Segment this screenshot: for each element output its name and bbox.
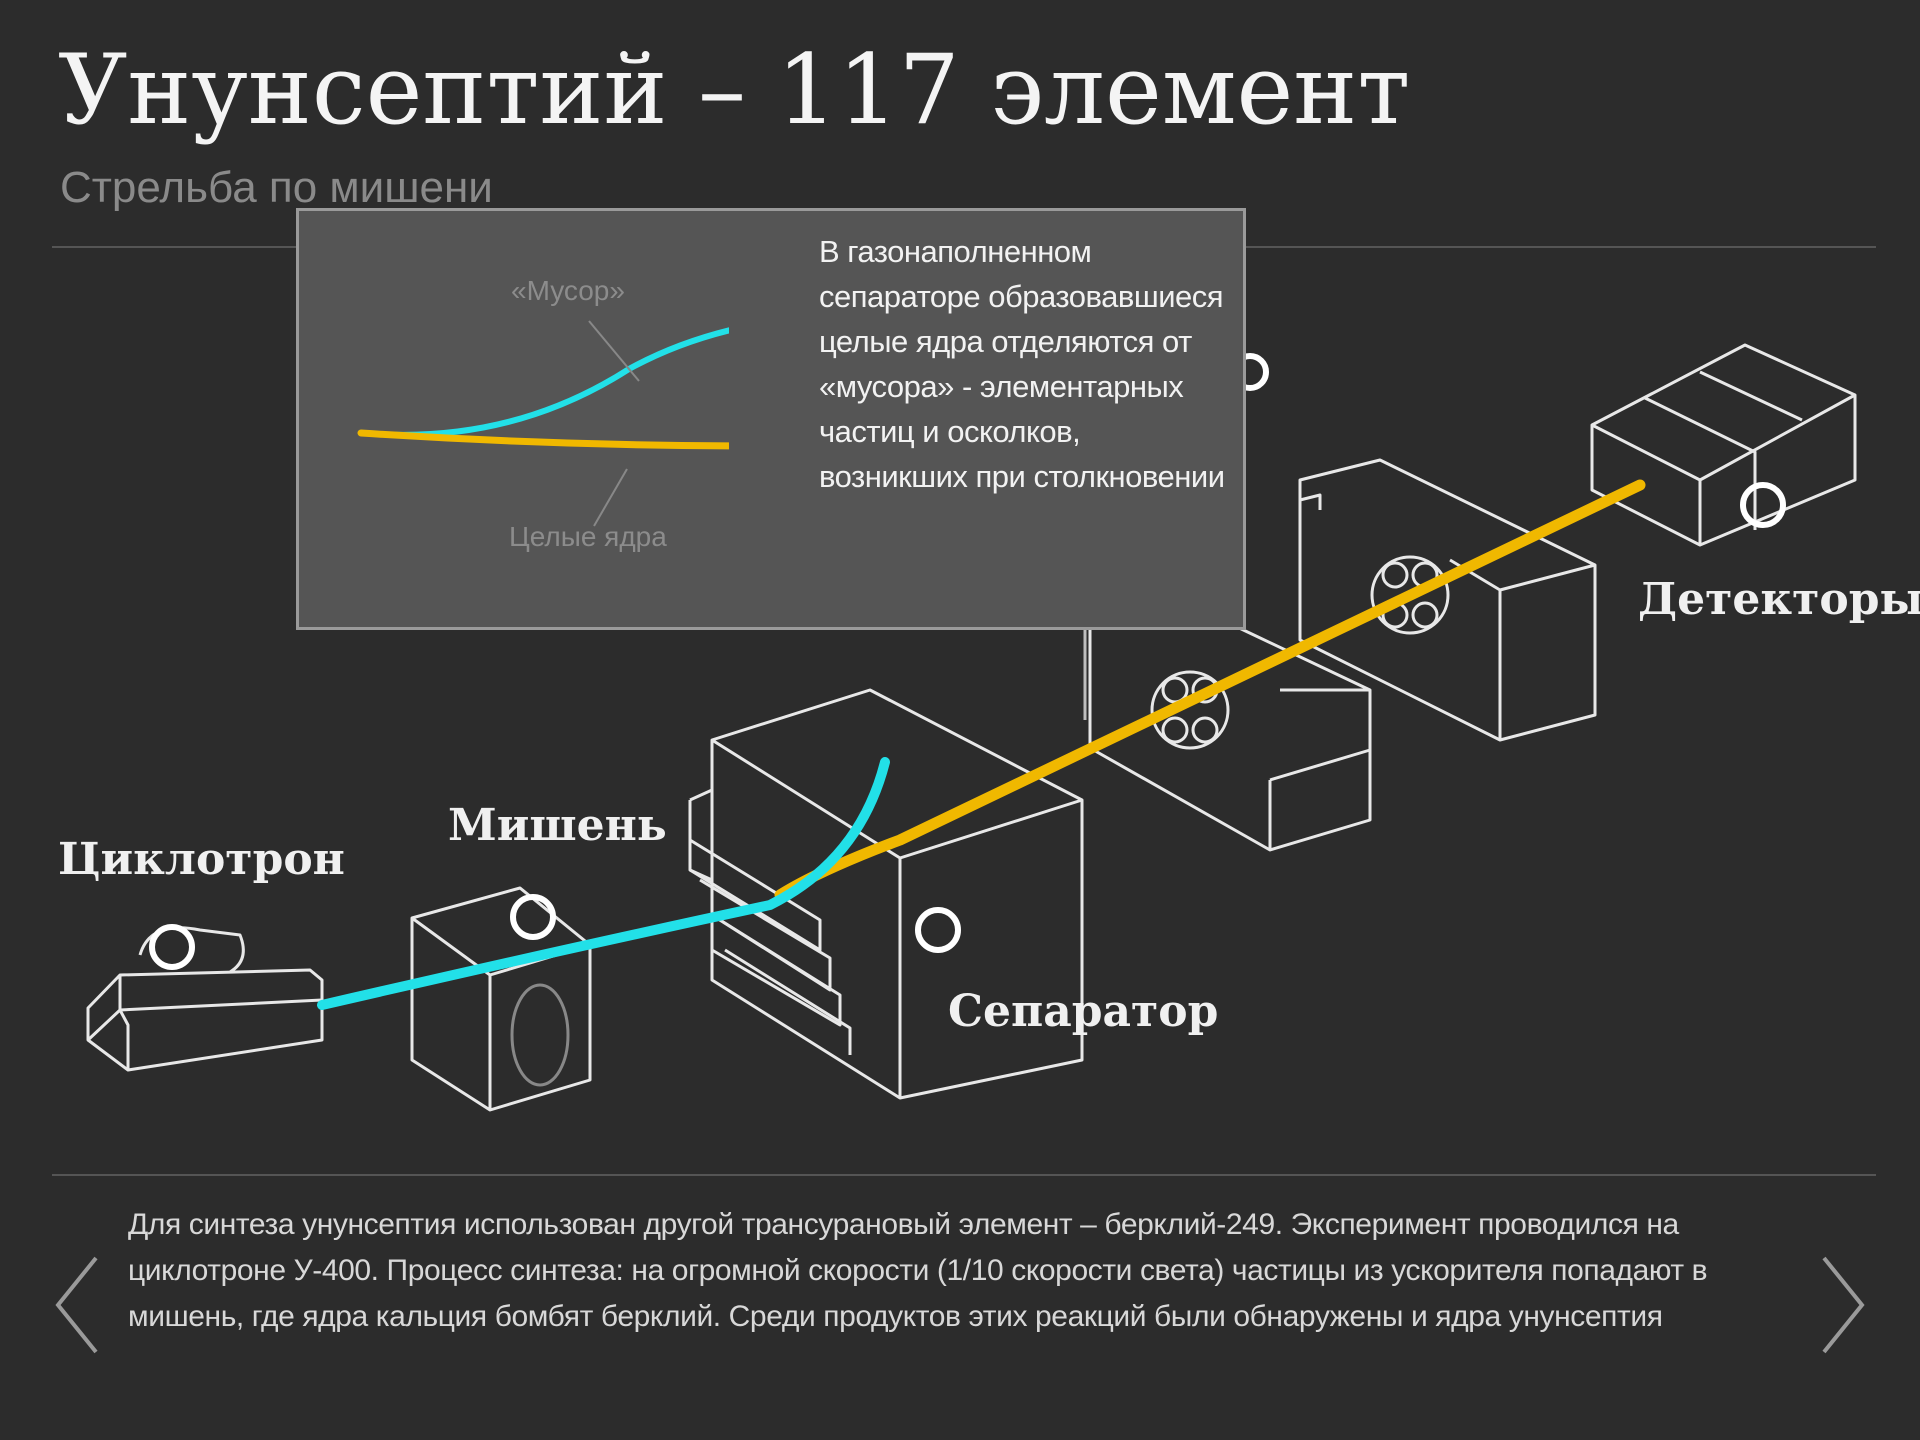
info-popup: «Мусор» Целые ядра В газонаполненном сеп… bbox=[296, 208, 1246, 630]
popup-illustration bbox=[357, 320, 729, 527]
info-marker-icon bbox=[510, 894, 556, 940]
label-detectors: Детекторы bbox=[1638, 574, 1920, 625]
cyclotron-shape bbox=[86, 926, 324, 1072]
info-marker-icon bbox=[1740, 482, 1786, 528]
description-text: Для синтеза унунсептия использован друго… bbox=[128, 1208, 1708, 1333]
focus-ring-1 bbox=[1150, 670, 1230, 750]
chevron-right-icon bbox=[1822, 1256, 1865, 1354]
target-shape bbox=[410, 886, 592, 1112]
bottom-divider bbox=[52, 1174, 1876, 1176]
page-title: Унунсептий – 117 элемент bbox=[58, 34, 1411, 146]
popup-text: В газонаполненном сепараторе образовавши… bbox=[819, 234, 1225, 494]
detector-shape bbox=[1590, 343, 1857, 547]
info-marker-icon bbox=[149, 924, 195, 970]
label-separator: Сепаратор bbox=[948, 986, 1219, 1037]
info-marker-icon bbox=[915, 907, 961, 953]
next-button[interactable] bbox=[1812, 1250, 1872, 1364]
popup-label-nuclei: Целые ядра bbox=[509, 521, 667, 552]
label-cyclotron: Циклотрон bbox=[58, 834, 345, 885]
label-target: Мишень bbox=[448, 800, 667, 851]
popup-label-debris: «Мусор» bbox=[511, 275, 625, 306]
page-subtitle: Стрельба по мишени bbox=[60, 163, 493, 212]
cyan-beam bbox=[317, 757, 890, 1010]
magnet-block-right bbox=[1298, 458, 1597, 742]
prev-button[interactable] bbox=[48, 1250, 108, 1364]
chevron-left-icon bbox=[55, 1256, 98, 1354]
